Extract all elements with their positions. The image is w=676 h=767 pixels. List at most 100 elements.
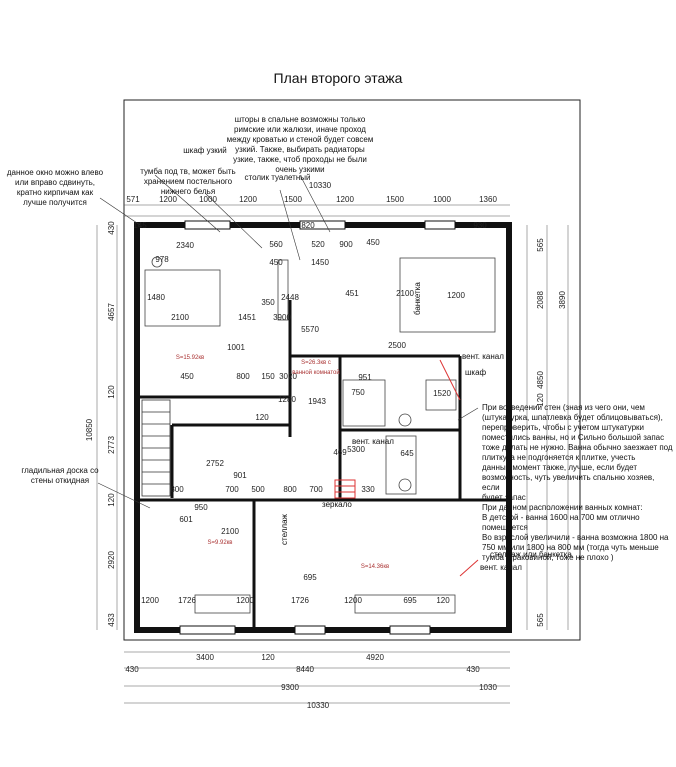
interior-partitions xyxy=(140,300,510,628)
dim-bottom-chain-1: 120 xyxy=(261,653,275,662)
dim-top-inner: 145 xyxy=(133,221,147,230)
dim-room-label: 800 xyxy=(236,372,250,381)
dim-bottom-chain-2: 430 xyxy=(466,665,480,674)
dim-room-label: 700 xyxy=(225,485,239,494)
dim-room-label: 2100 xyxy=(221,527,239,536)
dim-right-chain: 2088 xyxy=(536,291,545,309)
note-narrow-wardrobe: шкаф узкий xyxy=(183,146,227,155)
dim-room-label: 2752 xyxy=(206,459,224,468)
note-shelving-vertical: стеллаж xyxy=(280,514,289,545)
dim-room-label: 500 xyxy=(251,485,265,494)
dim-left-chain: 433 xyxy=(107,613,116,627)
dim-bottom-chain-2: 8440 xyxy=(296,665,314,674)
staircase xyxy=(141,399,171,497)
dim-room-label: 520 xyxy=(311,240,325,249)
dim-left-chain: 120 xyxy=(107,385,116,399)
dim-room-label: 1480 xyxy=(147,293,165,302)
dim-top-chain: 1200 xyxy=(239,195,257,204)
dim-right-chain: 4850 xyxy=(536,371,545,389)
dim-left-chain: 430 xyxy=(107,221,116,235)
dim-top-chain: 1500 xyxy=(386,195,404,204)
dim-top-chain: 1200 xyxy=(159,195,177,204)
furniture xyxy=(144,256,496,614)
note-vent-1: вент. канал xyxy=(462,352,504,361)
note-mirror: зеркало xyxy=(322,500,352,509)
note-shelving: стеллаж или банкетка xyxy=(490,550,572,559)
dim-room-label: 978 xyxy=(155,255,169,264)
dim-room-label: 951 xyxy=(358,373,372,382)
dim-room-label: 451 xyxy=(345,289,359,298)
note-tv-stand: тумба под тв, может быть хранением посте… xyxy=(140,167,236,196)
dim-room-label: 469 xyxy=(333,448,347,457)
dim-room-label: 800 xyxy=(170,485,184,494)
dim-right-chain: 3890 xyxy=(558,291,567,309)
dim-room-label: 350 xyxy=(261,298,275,307)
dim-room-label: 450 xyxy=(269,258,283,267)
dim-room-label: 900 xyxy=(339,240,353,249)
note-ironing-board: гладильная доска со стены откидная xyxy=(21,466,99,485)
dim-room-label: 695 xyxy=(403,596,417,605)
round-table xyxy=(151,256,163,268)
dim-room-label: 1451 xyxy=(238,313,256,322)
dim-room-label: 700 xyxy=(309,485,323,494)
dim-room-label: 1726 xyxy=(291,596,309,605)
bed-right xyxy=(399,257,496,333)
dim-room-label: 3900 xyxy=(273,313,291,322)
dim-left-chain: 2773 xyxy=(107,436,116,454)
area-room-right: S=14.36кв xyxy=(360,564,390,570)
note-vent-2: вент. канал xyxy=(352,437,394,446)
dim-top-overall: 10330 xyxy=(309,181,332,190)
dim-room-label: 901 xyxy=(233,471,247,480)
dim-left-chain: 120 xyxy=(107,493,116,507)
dim-top-chain: 1000 xyxy=(433,195,451,204)
dim-bottom-chain-3: 1030 xyxy=(479,683,497,692)
toilet xyxy=(398,413,412,427)
dim-room-label: 1726 xyxy=(178,596,196,605)
dim-room-label: 1280 xyxy=(278,395,296,404)
vent-markers xyxy=(334,359,479,577)
dim-top-chain: 1500 xyxy=(284,195,302,204)
note-bench: банкетка xyxy=(413,282,422,315)
dim-room-label: 1200 xyxy=(447,291,465,300)
dim-right-chain: 565 xyxy=(536,238,545,252)
page-title: План второго этажа xyxy=(273,70,403,86)
dim-room-label: 1450 xyxy=(311,258,329,267)
area-corridor: S=15.92кв xyxy=(175,355,205,361)
dim-top-chain: 1000 xyxy=(199,195,217,204)
dim-room-label: 330 xyxy=(361,485,375,494)
bathtub-left xyxy=(342,379,386,427)
note-vent-3: вент. канал xyxy=(480,563,522,572)
dim-room-label: 750 xyxy=(351,388,365,397)
dim-room-label: 601 xyxy=(179,515,193,524)
dim-room-label: 120 xyxy=(436,596,450,605)
dim-bottom-chain-1: 3400 xyxy=(196,653,214,662)
sink xyxy=(398,478,412,492)
desk-right xyxy=(354,594,456,614)
dim-room-label: 560 xyxy=(269,240,283,249)
area-dressing: S=26.3кв с ванной комнатой xyxy=(292,360,340,376)
note-walls: При возведении стен (зная из чего они, ч… xyxy=(482,403,673,562)
dim-room-label: 645 xyxy=(400,449,414,458)
note-wardrobe: шкаф xyxy=(465,368,487,377)
note-toilet-table: столик туалетный xyxy=(244,173,311,182)
dim-room-label: 950 xyxy=(194,503,208,512)
bed-left xyxy=(144,269,221,327)
dim-left-chain: 2920 xyxy=(107,551,116,569)
dim-room-label: 695 xyxy=(303,573,317,582)
dim-top-chain: 1200 xyxy=(336,195,354,204)
desk-left xyxy=(194,594,251,614)
dim-room-label: 1520 xyxy=(433,389,451,398)
dim-top-inner: 930 xyxy=(473,221,487,230)
dim-room-label: 1200 xyxy=(236,596,254,605)
dim-room-label: 120 xyxy=(255,413,269,422)
dim-top-inner: 820 xyxy=(301,221,315,230)
dim-room-label: 450 xyxy=(180,372,194,381)
bathtub-right xyxy=(385,435,417,495)
tv-stand xyxy=(277,259,289,321)
dim-room-label: 2100 xyxy=(171,313,189,322)
dim-left-chain: 4657 xyxy=(107,303,116,321)
leader-lines xyxy=(97,174,479,509)
dim-room-label: 2100 xyxy=(396,289,414,298)
dim-room-label: 3020 xyxy=(279,372,297,381)
